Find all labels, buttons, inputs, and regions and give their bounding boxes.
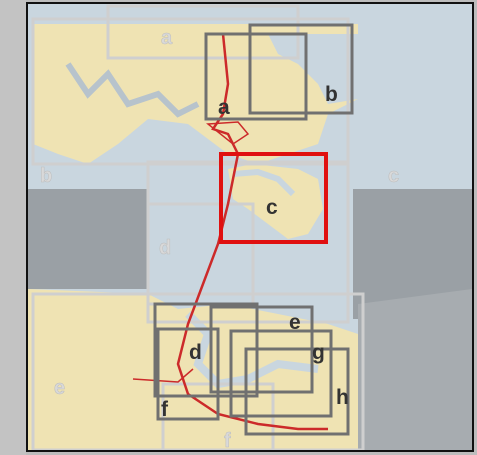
detail-labels: a b c d e f g h: [161, 83, 349, 421]
small-label-d: d: [159, 237, 171, 259]
central-channel: [232, 168, 296, 197]
small-scale-labels: a b c d e f: [40, 27, 400, 450]
detail-label-d: d: [189, 341, 202, 364]
map-canvas: a b c d e f a b c d e f g h: [28, 4, 472, 450]
small-label-c: c: [388, 165, 399, 187]
small-label-f: f: [224, 430, 231, 450]
detail-box-h[interactable]: [244, 347, 350, 436]
chart-index-map: a b c d e f a b c d e f g h: [26, 2, 474, 452]
detail-box-g[interactable]: [229, 329, 333, 418]
detail-label-e: e: [289, 311, 301, 334]
detail-label-g: g: [312, 341, 325, 364]
detail-box-a[interactable]: [204, 32, 308, 121]
left-side-strip: [0, 0, 26, 455]
small-box-a: [106, 4, 300, 60]
detail-box-f[interactable]: [156, 327, 220, 421]
central-peninsula: [228, 164, 323, 239]
small-label-e: e: [54, 377, 65, 399]
small-label-b: b: [40, 165, 52, 187]
selected-chart-c[interactable]: [219, 152, 328, 244]
detail-box-b[interactable]: [248, 23, 354, 115]
detail-label-f: f: [161, 398, 169, 421]
detail-label-b: b: [325, 83, 338, 106]
dark-land-bottom-right: [358, 289, 472, 450]
dark-land-left: [28, 189, 148, 289]
detail-boxes: [153, 23, 354, 436]
northern-bay: [268, 34, 358, 104]
route-harbor-loop: [206, 121, 250, 145]
small-label-a: a: [161, 27, 173, 49]
small-box-b: [31, 17, 350, 166]
detail-label-h: h: [336, 386, 349, 409]
route-spur-west: [132, 368, 194, 383]
detail-label-a: a: [218, 96, 230, 119]
detail-label-c: c: [266, 196, 278, 219]
inlet-channel: [65, 62, 200, 118]
